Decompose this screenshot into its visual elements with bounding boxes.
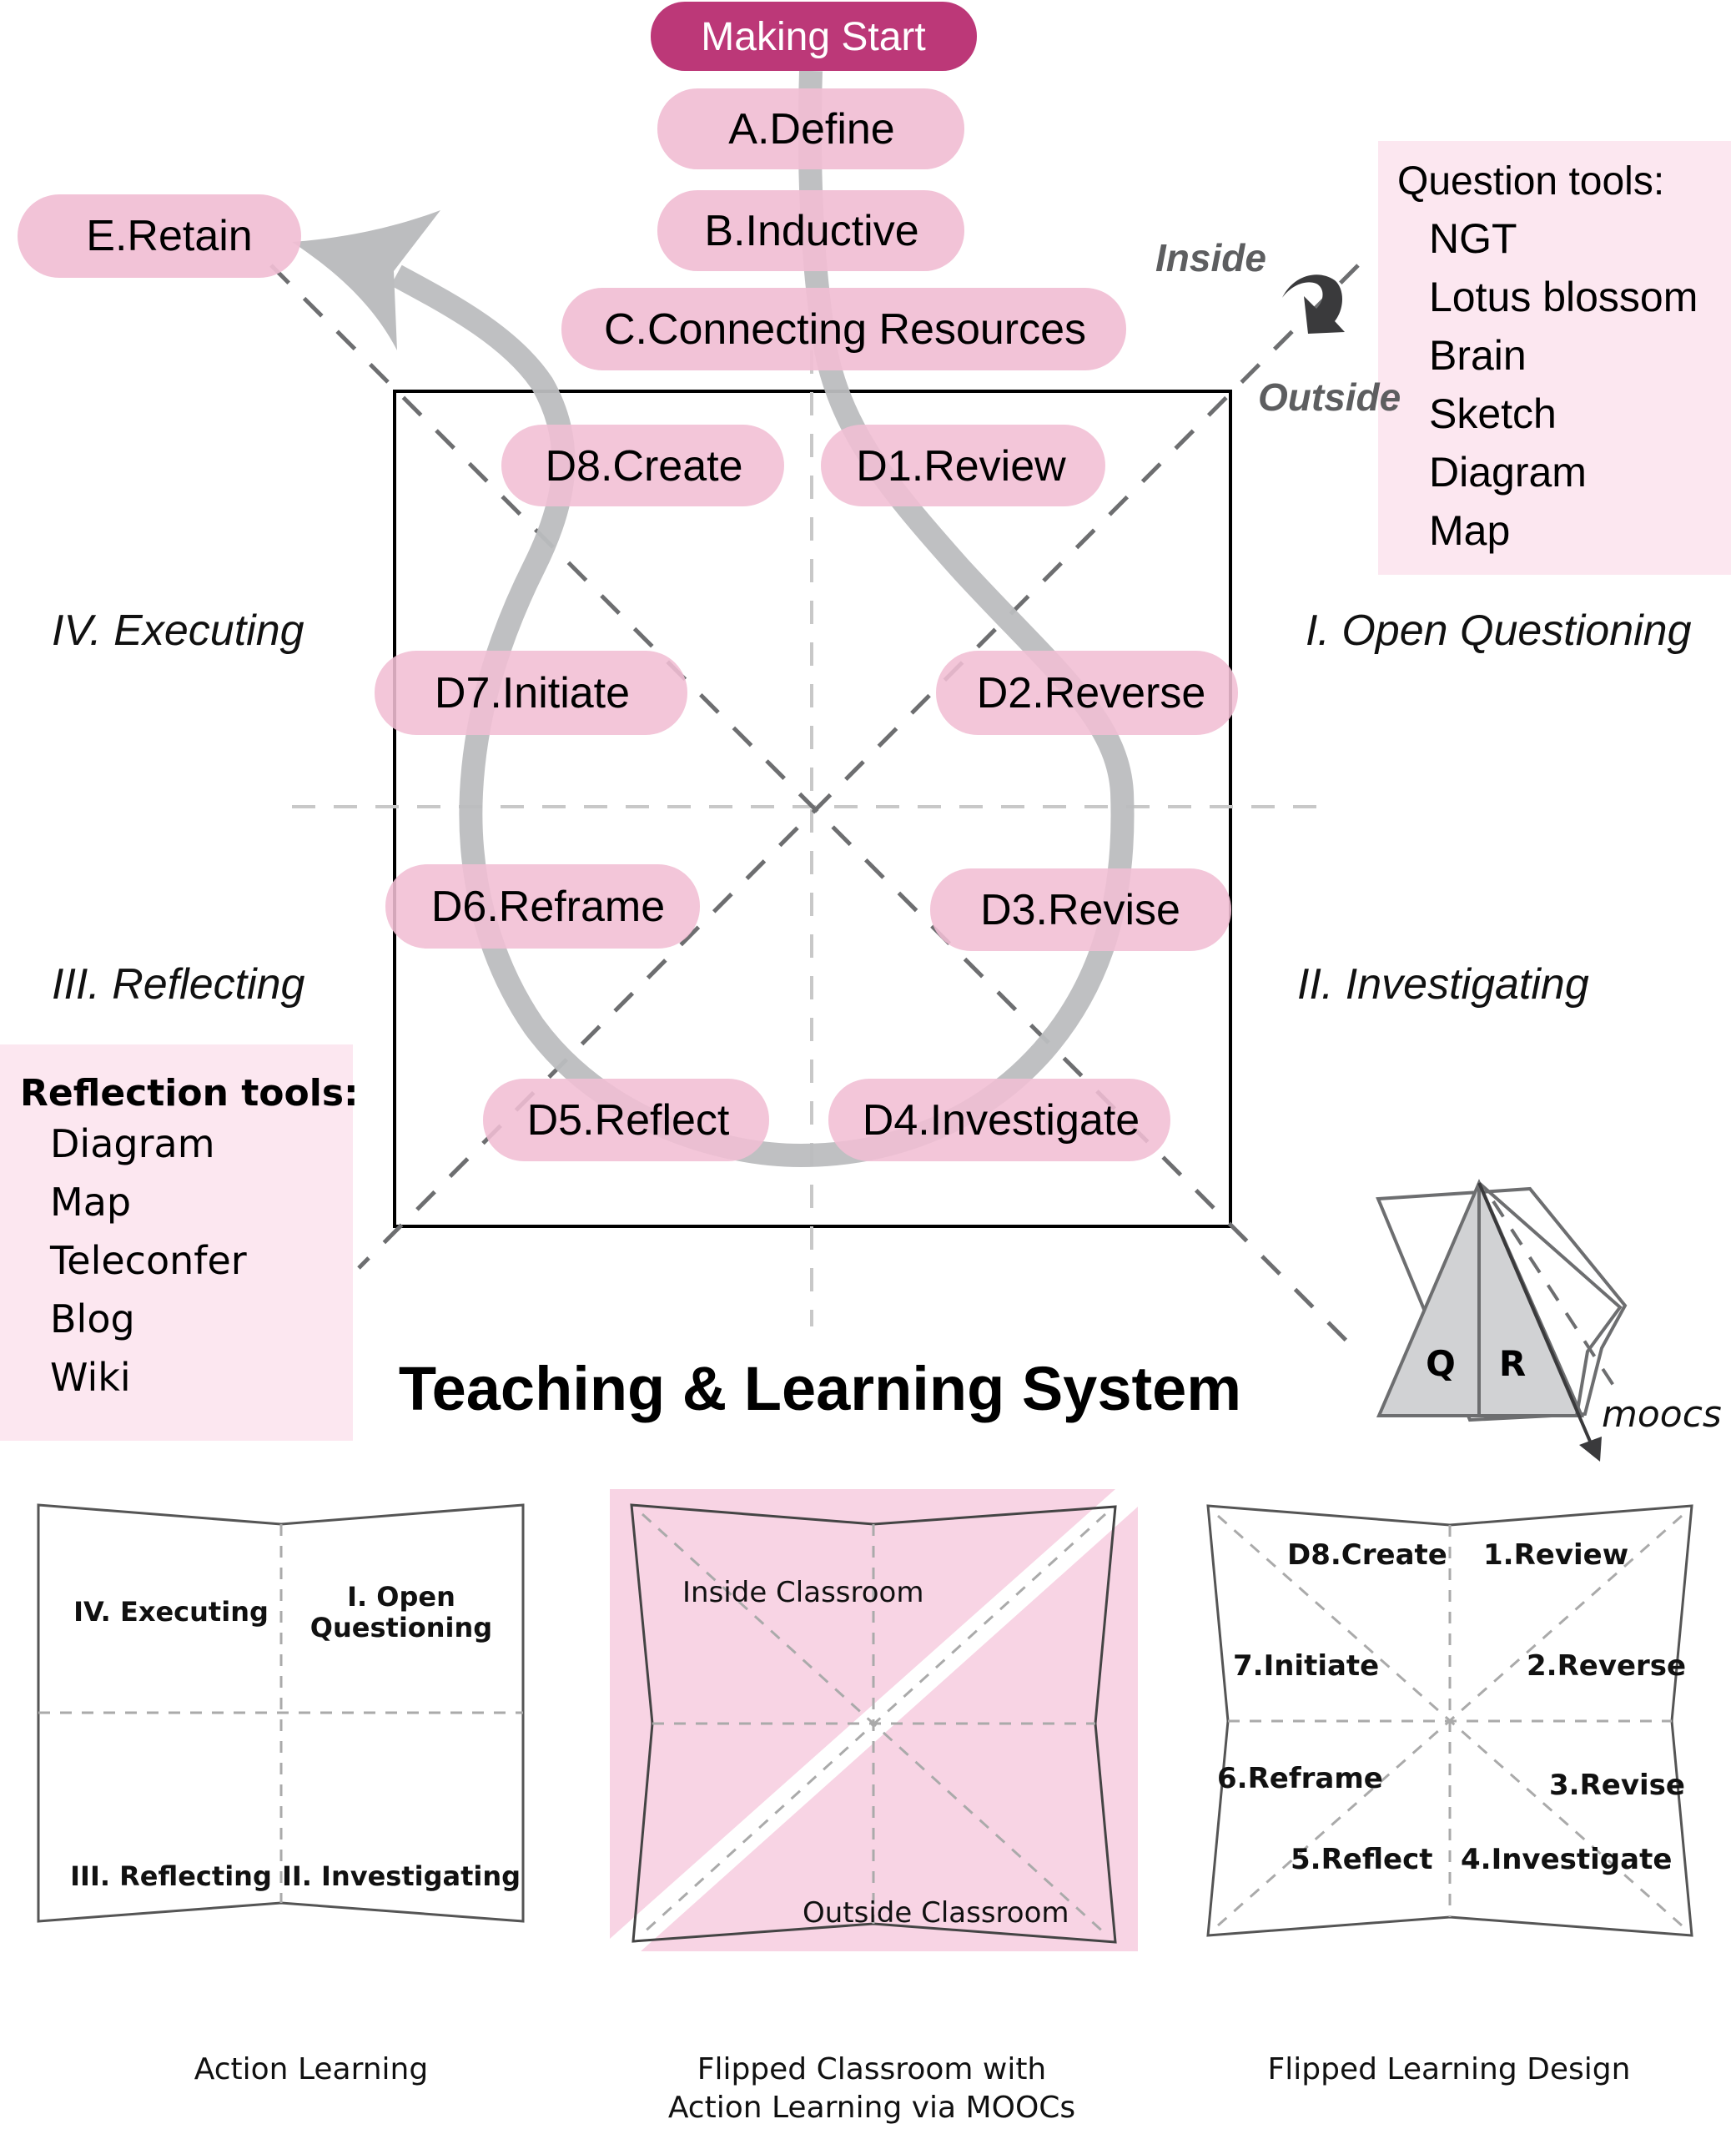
phase-executing: IV. Executing [52,606,304,655]
step-d4-investigate[interactable]: D4.Investigate [828,1079,1170,1161]
inside-outside-arrow-icon [1282,274,1345,334]
booklet-label: D8.Create [1287,1538,1447,1572]
step-a-define-label: A.Define [728,105,894,154]
step-d2-label: D2.Reverse [977,669,1206,717]
question-tool-item: Diagram [1429,449,1587,496]
step-d3-label: D3.Revise [980,886,1180,934]
booklet-label: IV. Executing [73,1596,269,1628]
step-c-label: C.Connecting Resources [604,305,1086,354]
phase-open-questioning: I. Open Questioning [1306,606,1692,655]
booklet-caption-flipped-classroom-2: Action Learning via MOOCs [668,2091,1075,2125]
booklet-caption-action-learning: Action Learning [194,2052,428,2086]
booklet-flipped-learning [1206,1504,1693,1937]
question-tool-item: Sketch [1429,390,1557,437]
booklet-label: 2.Reverse [1527,1649,1686,1683]
phase-reflecting: III. Reflecting [52,960,305,1009]
pyramid-q-label: Q [1426,1343,1456,1384]
booklet-label: III. Reflecting [70,1860,272,1892]
reflection-tool-item: Teleconfer [49,1238,247,1283]
step-a-define[interactable]: A.Define [657,88,964,169]
reflection-tool-item: Diagram [50,1121,215,1166]
retain-arrowhead [292,210,440,350]
booklet-label: Questioning [310,1612,492,1643]
question-tool-item: Brain [1429,332,1527,379]
question-tool-item: Map [1429,507,1510,554]
step-d6-label: D6.Reframe [431,883,665,931]
step-making-start[interactable]: Making Start [651,2,977,71]
step-d5-label: D5.Reflect [527,1096,730,1145]
booklet-label: I. Open [347,1581,455,1613]
reflection-tool-item: Map [50,1180,131,1225]
step-d2-reverse[interactable]: D2.Reverse [936,651,1238,735]
step-d6-reframe[interactable]: D6.Reframe [385,864,700,949]
pyramid-r-label: R [1499,1343,1526,1384]
step-b-inductive[interactable]: B.Inductive [657,190,964,271]
reflection-tools-heading: Reflection tools: [20,1072,359,1115]
reflection-tools-box [0,1044,353,1441]
booklet-label: 1.Review [1483,1538,1628,1572]
inside-classroom-label: Inside Classroom [682,1576,923,1609]
inside-label: Inside [1155,236,1266,279]
moocs-label: moocs [1602,1393,1722,1436]
step-d7-initiate[interactable]: D7.Initiate [375,651,687,735]
step-d5-reflect[interactable]: D5.Reflect [483,1079,769,1161]
step-d8-create[interactable]: D8.Create [501,425,784,506]
booklet-label: 4.Investigate [1461,1843,1672,1876]
step-b-inductive-label: B.Inductive [704,207,918,255]
booklet-caption-flipped-learning: Flipped Learning Design [1268,2052,1631,2086]
booklet-flipped-classroom [610,1489,1138,1951]
booklet-action-learning [37,1503,525,1923]
booklet-label: 6.Reframe [1217,1762,1383,1795]
step-d8-label: D8.Create [546,442,743,491]
step-c-connecting-resources[interactable]: C.Connecting Resources [561,288,1126,370]
question-tool-item: NGT [1429,215,1517,262]
step-d7-label: D7.Initiate [435,669,630,717]
step-d1-review[interactable]: D1.Review [821,425,1105,506]
question-tool-item: Lotus blossom [1429,274,1698,320]
booklet-caption-flipped-classroom-1: Flipped Classroom with [697,2052,1047,2086]
outside-label: Outside [1258,375,1401,419]
booklet-label: 3.Revise [1549,1769,1685,1802]
outside-classroom-label: Outside Classroom [803,1896,1069,1930]
diagram-title: Teaching & Learning System [399,1354,1241,1423]
step-d1-label: D1.Review [856,442,1066,491]
step-d4-label: D4.Investigate [863,1096,1140,1145]
reflection-tool-item: Wiki [50,1355,131,1400]
step-d3-revise[interactable]: D3.Revise [930,868,1231,951]
booklet-label: II. Investigating [282,1860,521,1892]
step-e-retain-label: E.Retain [86,212,252,260]
phase-investigating: II. Investigating [1297,960,1589,1009]
booklet-label: 5.Reflect [1291,1843,1432,1876]
step-e-retain[interactable]: E.Retain [18,194,301,278]
reflection-tool-item: Blog [50,1296,135,1341]
question-tools-heading: Question tools: [1397,159,1664,204]
step-making-start-label: Making Start [701,15,925,59]
pyramid-moocs-icon [1376,1178,1628,1462]
question-tools-box [1378,141,1731,575]
booklet-label: 7.Initiate [1233,1649,1379,1683]
